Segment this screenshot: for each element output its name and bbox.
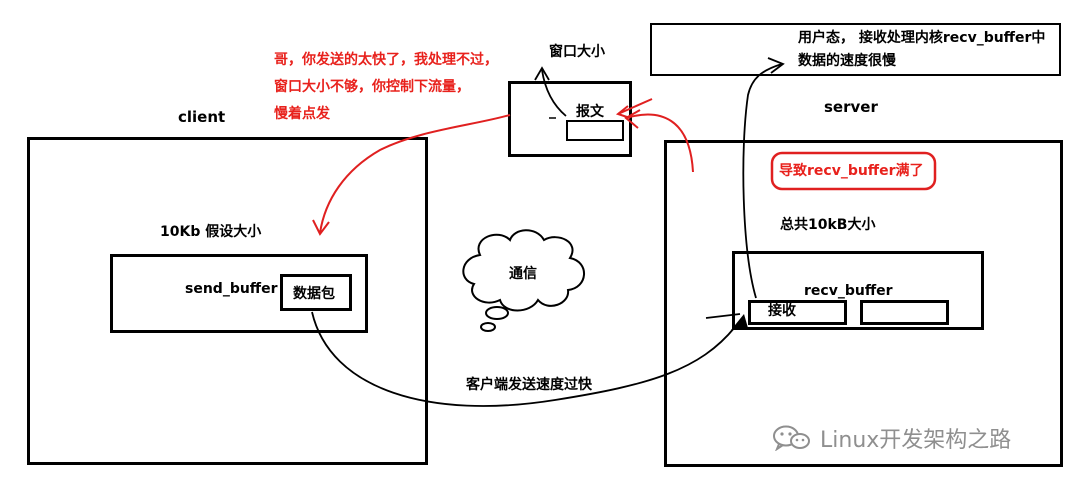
- user-mode-box: [650, 23, 1061, 76]
- red-arrow-into-window: [615, 98, 653, 119]
- client-label: client: [178, 108, 226, 126]
- client-size-label: 10Kb 假设大小: [160, 224, 262, 240]
- complaint-line-3: 慢着点发: [274, 106, 330, 122]
- recv-full-outline: [770, 151, 937, 191]
- user-mode-line-2: 数据的速度很慢: [798, 53, 896, 69]
- recv-full-label: 导致recv_buffer满了: [779, 163, 924, 179]
- red-arrow-to-window: [624, 109, 694, 173]
- complaint-line-1: 哥，你发送的太快了，我处理不过，: [274, 52, 498, 68]
- server-label: server: [824, 98, 878, 116]
- send-buffer-label: send_buffer: [185, 281, 278, 297]
- window-up-arrow: [534, 66, 567, 117]
- packet-message-label: 报文: [576, 104, 604, 120]
- send-curve-arrow: [311, 311, 748, 407]
- recv-buffer-label: recv_buffer: [804, 283, 893, 299]
- user-mode-line-1: 用户态， 接收处理内核recv_buffer中: [798, 30, 1046, 46]
- empty-slot-box: [860, 300, 949, 325]
- fast-send-label: 客户端发送速度过快: [466, 377, 592, 393]
- wechat-icon: [773, 425, 810, 451]
- window-box: [508, 81, 632, 157]
- recv-buffer-box: [732, 251, 984, 330]
- receive-label: 接收: [768, 303, 796, 319]
- watermark-text: Linux开发架构之路: [820, 428, 1012, 453]
- server-box: [664, 140, 1063, 467]
- complaint-line-2: 窗口大小不够，你控制下流量，: [274, 79, 470, 95]
- receive-slot-box: [748, 300, 847, 325]
- client-box: [27, 137, 428, 465]
- window-size-label: 窗口大小: [549, 44, 605, 60]
- watermark: Linux开发架构之路: [772, 424, 1012, 453]
- window-inner-box: [566, 120, 624, 141]
- communication-label: 通信: [509, 266, 537, 282]
- send-buffer-box: [110, 254, 368, 333]
- recv-up-arrow: [742, 57, 785, 299]
- cloud-shape: [462, 229, 585, 332]
- red-arrow-to-client: [312, 114, 511, 236]
- data-packet-label: 数据包: [293, 286, 335, 302]
- server-size-label: 总共10kB大小: [780, 217, 876, 233]
- data-packet-box: [280, 274, 352, 311]
